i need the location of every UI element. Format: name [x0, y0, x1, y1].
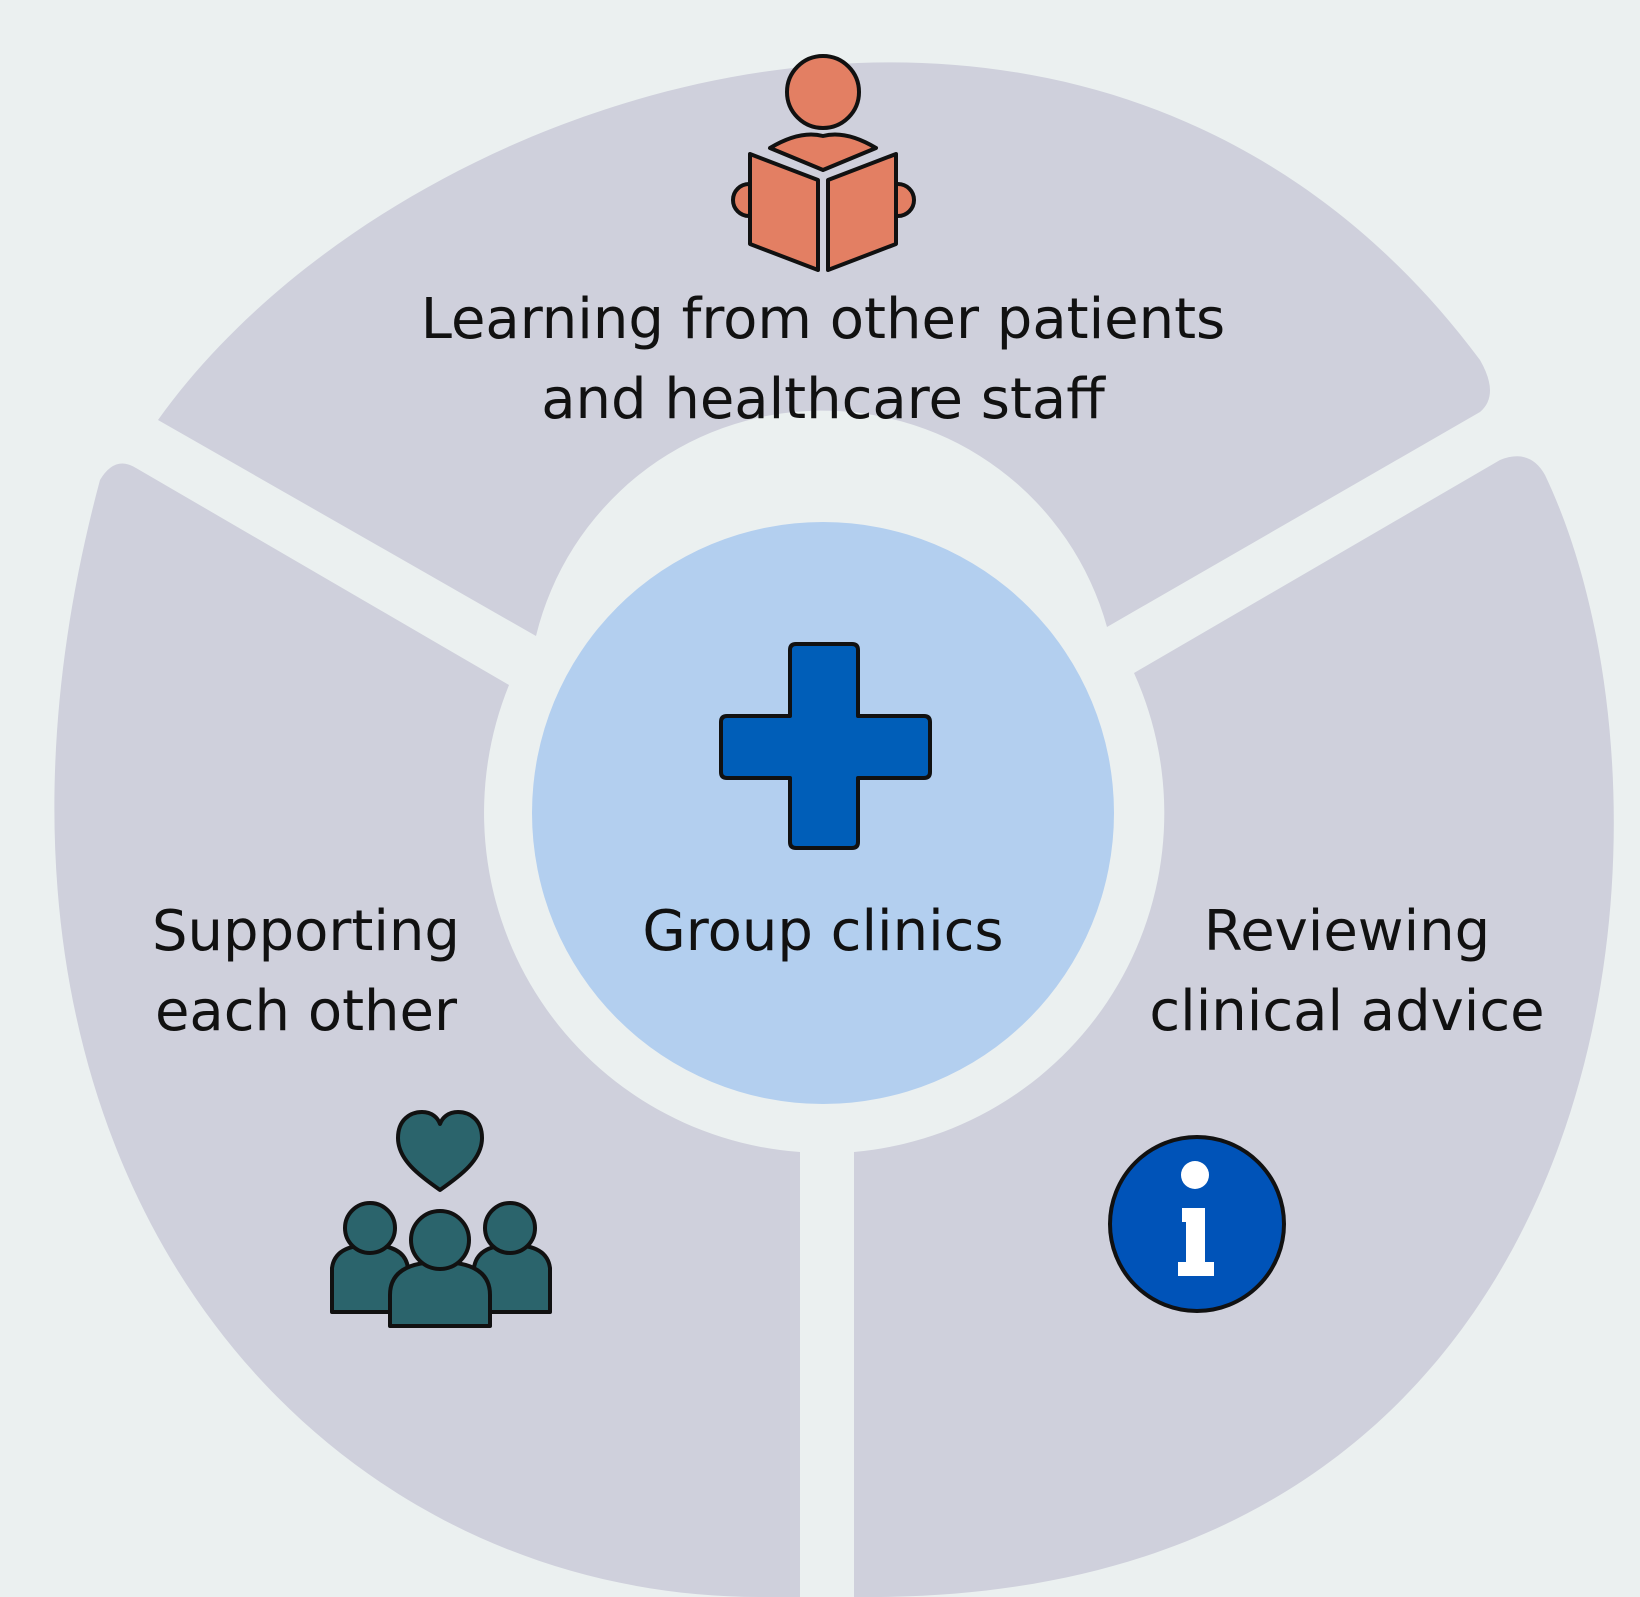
segment-review	[854, 456, 1614, 1597]
segment-label-review-line1: Reviewing	[1203, 899, 1491, 964]
segment-support	[54, 463, 800, 1597]
segment-label-review: Reviewing clinical advice	[1107, 892, 1587, 1052]
segment-label-review-line2: clinical advice	[1149, 979, 1545, 1044]
segment-label-support: Supporting each other	[106, 892, 506, 1052]
reading-person-icon	[731, 54, 916, 272]
info-icon	[1108, 1135, 1286, 1313]
plus-icon	[719, 642, 932, 850]
segment-label-support-line2: each other	[154, 979, 458, 1044]
segment-label-support-line1: Supporting	[152, 899, 460, 964]
segment-label-learning-line1: Learning from other patients	[420, 287, 1226, 352]
segment-learning	[158, 62, 1490, 636]
group-heart-icon	[330, 1110, 552, 1328]
center-label: Group clinics	[642, 899, 1004, 964]
segment-label-learning-line2: and healthcare staff	[541, 367, 1105, 432]
segment-label-learning: Learning from other patients and healthc…	[323, 280, 1323, 440]
